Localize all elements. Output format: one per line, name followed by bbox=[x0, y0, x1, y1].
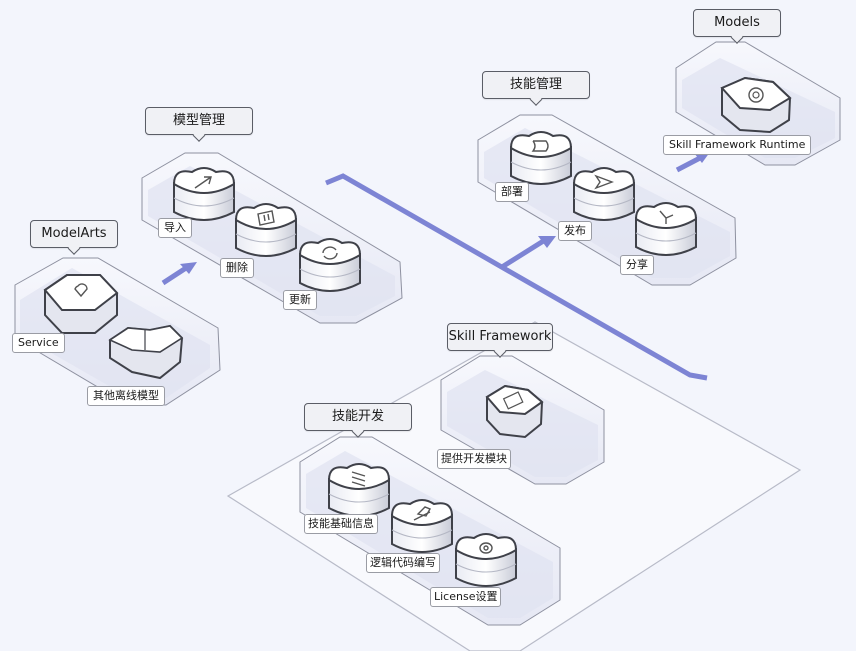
node-logic-code bbox=[390, 499, 454, 553]
group-title-models: Models bbox=[693, 9, 781, 37]
node-update bbox=[298, 238, 362, 292]
node-share bbox=[634, 202, 698, 256]
trash-icon bbox=[257, 210, 275, 226]
item-label-dev-module: 提供开发模块 bbox=[437, 449, 511, 469]
connector-to-models bbox=[675, 155, 702, 173]
connector-main bbox=[325, 173, 708, 381]
item-label-service: Service bbox=[12, 333, 65, 353]
item-label-import: 导入 bbox=[158, 218, 192, 238]
arrowhead-mgmt bbox=[180, 262, 197, 274]
node-runtime bbox=[720, 76, 792, 134]
item-label-runtime: Skill Framework Runtime bbox=[663, 135, 812, 155]
list-icon bbox=[351, 471, 366, 487]
gear-icon bbox=[479, 542, 493, 554]
group-title-model-management: 模型管理 bbox=[145, 107, 253, 135]
platform-modelarts bbox=[14, 257, 221, 406]
node-deploy bbox=[509, 131, 573, 185]
arrowhead-release bbox=[538, 236, 556, 248]
send-icon bbox=[594, 174, 614, 190]
share-icon bbox=[659, 210, 674, 224]
node-dev-module bbox=[485, 384, 544, 439]
honeycomb-icon bbox=[108, 325, 184, 353]
node-release bbox=[572, 167, 636, 221]
node-license bbox=[454, 533, 518, 587]
connector-to-release bbox=[500, 237, 547, 270]
group-title-skill-management: 技能管理 bbox=[482, 71, 590, 99]
node-service bbox=[43, 274, 119, 334]
group-title-modelarts: ModelArts bbox=[30, 220, 118, 248]
group-title-skill-framework: Skill Framework bbox=[447, 323, 553, 351]
node-basic-info bbox=[327, 463, 391, 517]
gear-sun-icon bbox=[748, 87, 764, 103]
item-label-offline-models: 其他离线模型 bbox=[87, 386, 165, 406]
item-label-logic-code: 逻辑代码编写 bbox=[366, 553, 440, 573]
node-delete bbox=[234, 203, 298, 257]
item-label-basic-info: 技能基础信息 bbox=[304, 514, 378, 534]
item-label-share: 分享 bbox=[620, 255, 654, 275]
item-label-delete: 删除 bbox=[220, 258, 254, 278]
item-label-license: License设置 bbox=[430, 587, 502, 607]
node-import bbox=[172, 167, 236, 221]
heart-icon bbox=[74, 283, 88, 298]
node-offline-models bbox=[108, 324, 184, 380]
connectors bbox=[161, 155, 708, 381]
refresh-icon bbox=[322, 246, 338, 260]
item-label-update: 更新 bbox=[283, 290, 317, 310]
rocket-icon bbox=[531, 140, 549, 152]
item-label-deploy: 部署 bbox=[495, 182, 529, 202]
item-label-release: 发布 bbox=[558, 221, 592, 241]
arrow-up-right-icon bbox=[194, 176, 212, 189]
pen-icon bbox=[413, 506, 432, 521]
connector-modelarts-to-mgmt bbox=[161, 265, 188, 286]
group-title-skill-development: 技能开发 bbox=[304, 403, 412, 431]
code-window-icon bbox=[502, 391, 524, 410]
